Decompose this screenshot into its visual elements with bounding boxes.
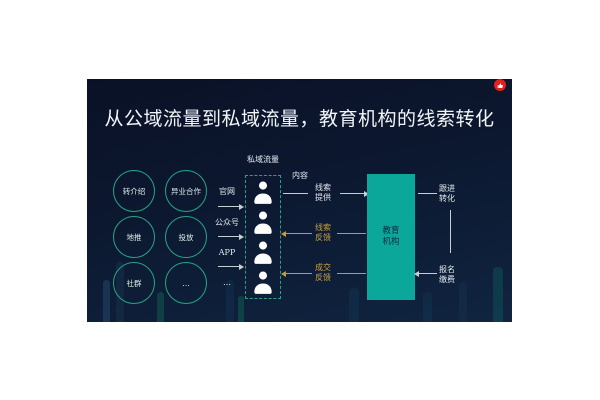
decor-bar	[459, 282, 467, 322]
flow-line-leads-provided	[283, 193, 308, 194]
thumbs-up-icon	[497, 82, 503, 88]
decor-bar	[226, 280, 234, 322]
source-circle-ads: 投放	[165, 216, 207, 258]
decor-bar	[157, 292, 164, 322]
source-circle-more: …	[165, 262, 207, 304]
flow-line-deal-feedback	[337, 273, 366, 274]
channel-label-wechat: 公众号	[215, 218, 239, 227]
source-circle-label: 投放	[178, 232, 194, 242]
decor-bar	[493, 267, 503, 322]
private-pool-box	[245, 175, 281, 299]
institution-box: 教育 机构	[367, 174, 415, 300]
person-icon	[254, 211, 272, 234]
source-circle-ground: 地推	[113, 216, 155, 258]
flow-label-deal-feedback: 成交 反馈	[315, 263, 331, 282]
followup-line	[418, 193, 437, 194]
like-badge[interactable]	[494, 79, 506, 91]
source-circle-community: 社群	[113, 262, 155, 304]
channel-arrow-icon	[218, 203, 244, 210]
channel-label-more: …	[223, 278, 231, 287]
flow-arrow-leads-provided-icon	[340, 190, 369, 197]
flow-line-leads-feedback	[337, 233, 366, 234]
channel-arrow-icon	[218, 233, 244, 240]
source-circle-label: 社群	[126, 278, 142, 288]
followup-label: 跟进 转化	[439, 184, 455, 203]
followup-to-payment-line	[450, 210, 451, 253]
source-circle-partnership: 异业合作	[165, 170, 207, 212]
flow-arrow-leads-feedback-icon	[281, 230, 312, 237]
source-circle-label: 转介绍	[122, 186, 146, 196]
payment-label: 报名 缴费	[439, 265, 455, 284]
channel-label-website: 官网	[219, 187, 235, 196]
channel-label-app: APP	[218, 248, 236, 257]
content-label: 内容	[292, 171, 308, 180]
decor-bar	[238, 296, 244, 322]
person-icon	[254, 271, 272, 294]
private-pool-label: 私域流量	[247, 155, 279, 164]
source-circle-label: …	[182, 278, 190, 288]
person-icon	[254, 241, 272, 264]
slide-title: 从公域流量到私域流量，教育机构的线索转化	[104, 108, 495, 130]
decor-bar	[423, 292, 432, 322]
flow-label-leads-feedback: 线索 反馈	[315, 223, 331, 242]
flow-label-leads-provided: 线索 提供	[315, 183, 331, 202]
channel-arrow-icon	[218, 263, 244, 270]
slide-canvas: 从公域流量到私域流量，教育机构的线索转化 转介绍 异业合作 地推 投放 社群 ……	[87, 79, 512, 322]
source-circle-label: 地推	[126, 232, 142, 242]
decor-bar	[349, 288, 359, 322]
institution-label: 教育 机构	[382, 226, 400, 247]
payment-arrow-icon	[414, 270, 437, 277]
source-circle-referral: 转介绍	[113, 170, 155, 212]
decor-bar	[103, 280, 110, 322]
person-icon	[254, 181, 272, 204]
source-circle-label: 异业合作	[171, 186, 201, 196]
flow-arrow-deal-feedback-icon	[281, 270, 312, 277]
